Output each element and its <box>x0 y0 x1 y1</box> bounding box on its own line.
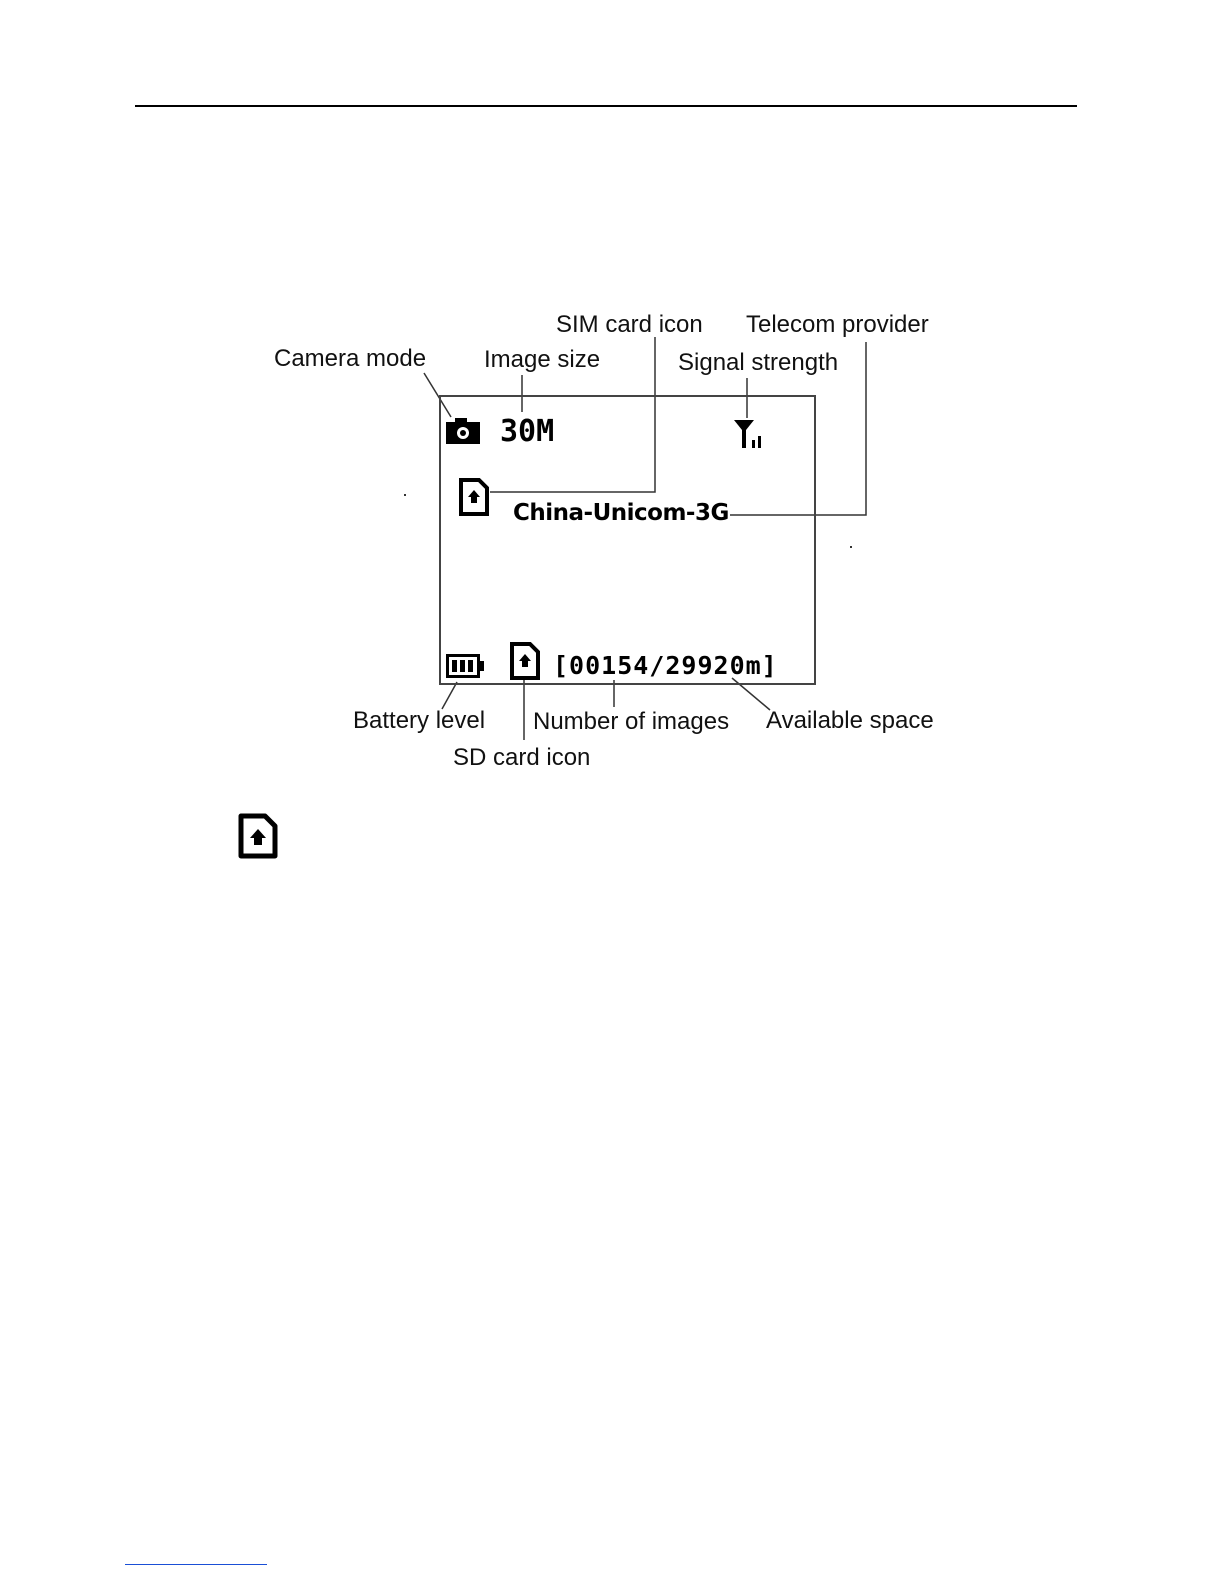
lcd-telecom-provider: China-Unicom-3G <box>513 497 729 529</box>
callout-number-of-images: Number of images <box>533 708 729 736</box>
callout-image-size: Image size <box>484 346 600 374</box>
lcd-image-counter: [00154/29920m] <box>553 649 778 683</box>
lcd-image-size: 30M <box>500 414 554 450</box>
battery-icon <box>446 654 484 678</box>
callout-sd-card-icon: SD card icon <box>453 744 590 772</box>
callout-sim-card-icon: SIM card icon <box>556 311 703 339</box>
callout-camera-mode: Camera mode <box>274 345 426 373</box>
camera-icon <box>446 418 480 444</box>
callout-telecom-provider: Telecom provider <box>746 311 929 339</box>
footer-rule <box>125 1564 267 1565</box>
scan-speck <box>404 494 406 496</box>
leader-battery <box>442 682 457 709</box>
scan-speck <box>850 546 852 548</box>
sd-card-icon <box>510 642 540 680</box>
callout-signal-strength: Signal strength <box>678 349 838 377</box>
callout-battery-level: Battery level <box>353 707 485 735</box>
callout-available-space: Available space <box>766 707 934 735</box>
sd-card-icon <box>237 812 279 860</box>
signal-antenna-icon <box>734 420 766 448</box>
sim-card-icon <box>459 478 489 516</box>
